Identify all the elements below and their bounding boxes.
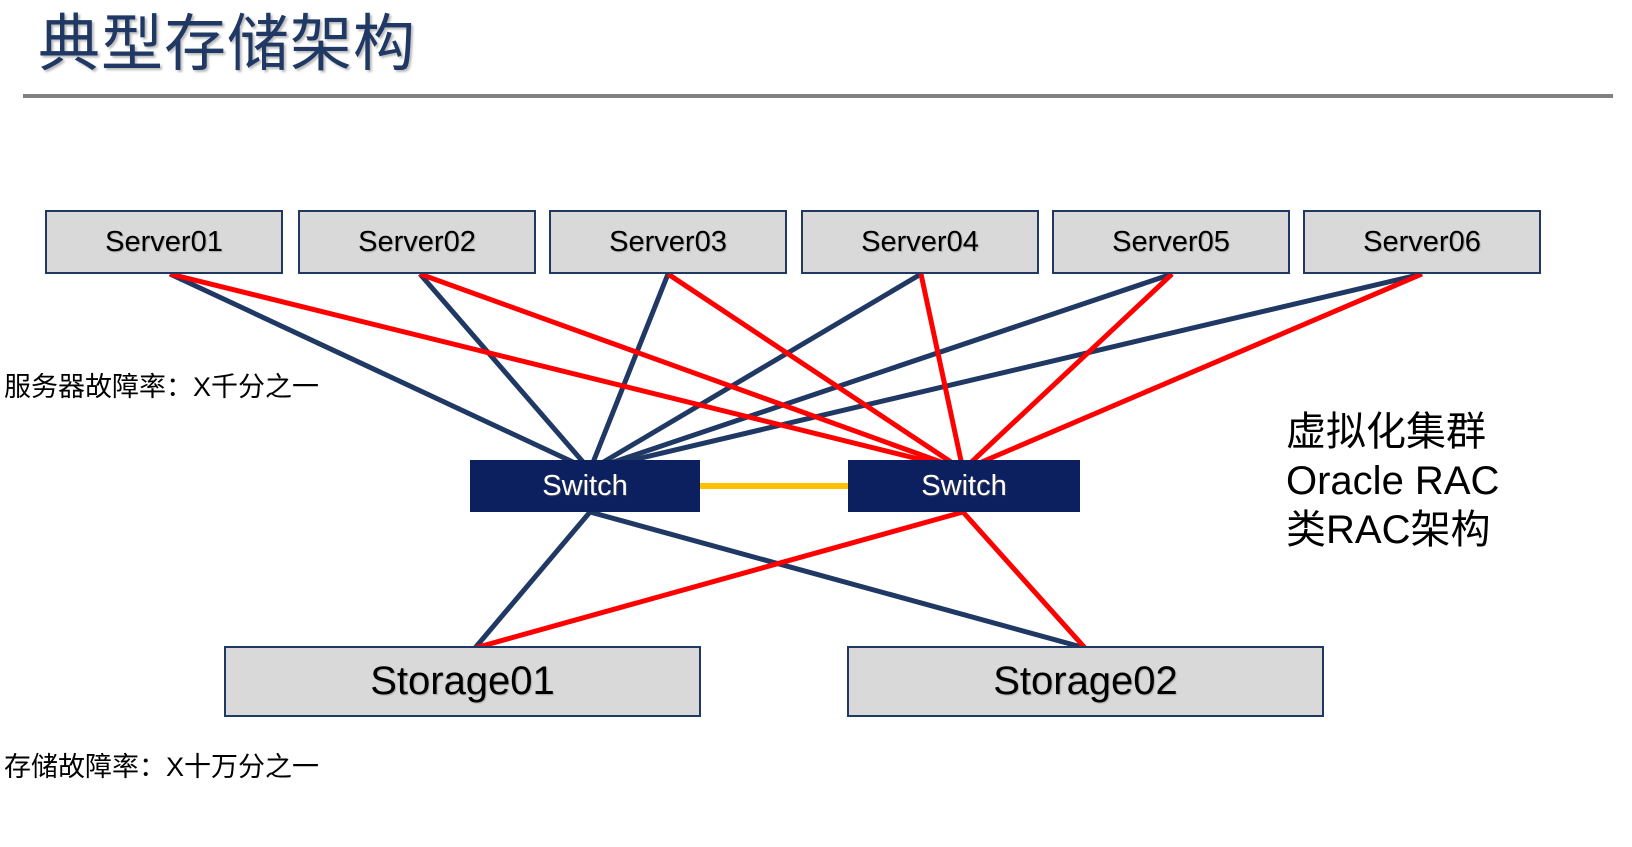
node-storage02[interactable]: Storage02	[847, 646, 1324, 717]
server-to-switch-a-lines	[168, 271, 1423, 473]
annotation-cluster-line-2: Oracle RAC	[1286, 459, 1500, 503]
annotation-server-failure-rate: 服务器故障率：X千分之一	[4, 372, 320, 402]
link-switch02-storage02	[961, 510, 1087, 650]
node-server06[interactable]: Server06	[1303, 210, 1541, 274]
node-switch02[interactable]: Switch	[848, 460, 1080, 512]
link-server02-switch01	[418, 272, 592, 472]
node-switch01[interactable]: Switch	[470, 460, 700, 512]
server-to-switch-b-lines	[169, 271, 1423, 473]
link-server06-switch01	[589, 271, 1423, 473]
node-switch02-label: Switch	[921, 469, 1007, 502]
link-switch01-storage02	[589, 509, 1086, 651]
link-server02-switch02	[419, 271, 964, 473]
annotation-storage-failure-rate: 存储故障率：X十万分之一	[4, 752, 320, 782]
node-server01[interactable]: Server01	[45, 210, 283, 274]
node-server04-label: Server04	[861, 225, 979, 258]
node-server03-label: Server03	[609, 225, 727, 258]
node-server06-label: Server06	[1363, 225, 1481, 258]
node-server02[interactable]: Server02	[298, 210, 536, 274]
link-server01-switch01	[168, 271, 592, 473]
link-server03-switch02	[666, 271, 965, 473]
link-server05-switch02	[961, 272, 1174, 472]
node-server02-label: Server02	[358, 225, 476, 258]
node-storage01-label: Storage01	[370, 659, 555, 703]
switch-to-storage-a-lines	[473, 509, 1086, 651]
node-server04[interactable]: Server04	[801, 210, 1039, 274]
switch-to-storage-b-lines	[474, 509, 1087, 651]
annotation-cluster-line-3: 类RAC架构	[1286, 508, 1491, 552]
annotation-cluster-types: 虚拟化集群 Oracle RAC 类RAC架构	[1286, 408, 1499, 555]
link-server01-switch02	[169, 271, 964, 473]
node-server01-label: Server01	[105, 225, 223, 258]
node-switch01-label: Switch	[542, 469, 628, 502]
title-divider	[23, 94, 1613, 98]
link-server06-switch02	[962, 271, 1423, 473]
link-server04-switch01	[588, 271, 923, 473]
page-title: 典型存储架构	[38, 10, 417, 79]
node-server05[interactable]: Server05	[1052, 210, 1290, 274]
node-server03[interactable]: Server03	[549, 210, 787, 274]
node-server05-label: Server05	[1112, 225, 1230, 258]
annotation-cluster-line-1: 虚拟化集群	[1286, 410, 1486, 454]
link-server04-switch02	[918, 273, 966, 471]
node-storage02-label: Storage02	[993, 659, 1178, 703]
link-switch01-storage01	[473, 510, 592, 650]
link-server05-switch01	[589, 271, 1173, 473]
link-switch02-storage01	[474, 509, 964, 651]
node-storage01[interactable]: Storage01	[224, 646, 701, 717]
link-server03-switch01	[587, 273, 671, 471]
